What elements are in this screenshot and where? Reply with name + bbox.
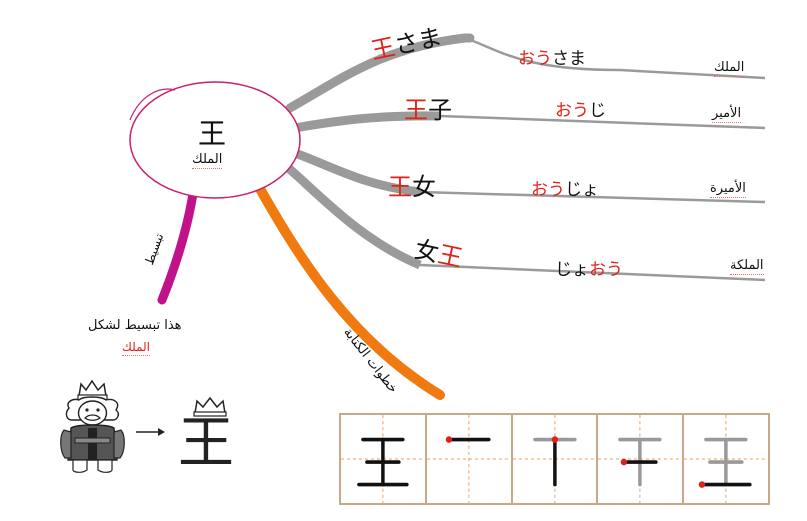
branch-jyoou-thick xyxy=(282,161,422,270)
branch-3-meaning: الأميرة xyxy=(710,181,746,198)
stroke-start-dot xyxy=(551,436,558,443)
stroke-cell-2: 一 xyxy=(426,415,513,503)
stroke-cell-drawing xyxy=(684,415,768,503)
branch-2-word: 王子 xyxy=(404,96,452,124)
branch-4-reading: じょおう xyxy=(555,260,623,280)
stroke-cell-4: 干 xyxy=(598,415,685,503)
branch-ouji-thick xyxy=(294,111,441,133)
branch-3-word: 王女 xyxy=(388,173,436,201)
stroke-cell-drawing xyxy=(426,415,511,503)
branch-oujo-thick xyxy=(290,147,421,197)
center-meaning: الملك xyxy=(192,152,223,169)
stroke-cell-1: 王 xyxy=(341,415,427,503)
stroke-cell-3: T xyxy=(512,415,599,503)
stroke-cell-drawing xyxy=(598,415,683,503)
simplify-caption-red: الملك xyxy=(122,340,151,356)
oval-flourish xyxy=(129,88,176,121)
center-oval xyxy=(129,81,301,199)
center-kanji: 王 xyxy=(198,117,227,150)
branch-sama-tail xyxy=(464,36,766,80)
branch-stroke-order xyxy=(250,175,445,400)
branch-3-reading: おうじょ xyxy=(531,180,599,200)
stroke-cell-5: 王 xyxy=(684,415,768,503)
branch-1-meaning: الملك xyxy=(714,60,745,77)
stroke-cell-drawing xyxy=(512,415,597,503)
stroke-start-dot xyxy=(445,436,452,443)
branch-2-reading: おうじ xyxy=(555,101,606,121)
stroke-cell-drawing xyxy=(341,415,425,503)
stroke-start-dot xyxy=(621,458,628,466)
simplify-arrow-head xyxy=(158,428,165,436)
branch-2-meaning: الأمير xyxy=(712,106,742,123)
stroke-order-grid: 王一T干王 xyxy=(339,413,770,505)
branch-simplify xyxy=(157,175,200,305)
simplify-arrow: → xyxy=(132,424,133,425)
crown-icon xyxy=(193,396,227,417)
simplified-glyph: 王 xyxy=(178,411,234,476)
simplify-caption: هذا تبسيط لشكل xyxy=(88,318,182,333)
stroke-start-dot xyxy=(698,481,706,488)
branch-4-meaning: الملكة xyxy=(730,258,764,275)
branch-1-reading: おうさま xyxy=(518,49,586,69)
king-character-icon xyxy=(60,379,125,473)
branch-sama xyxy=(285,33,475,113)
